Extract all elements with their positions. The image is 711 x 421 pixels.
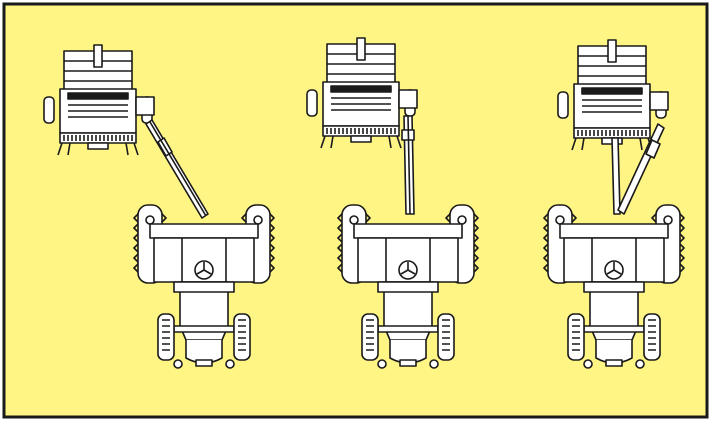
panel-left bbox=[43, 44, 275, 369]
panel-center bbox=[306, 37, 479, 369]
drawbar-right bbox=[611, 123, 665, 215]
panel-right bbox=[543, 39, 685, 369]
drawbar-left bbox=[145, 119, 209, 219]
drawbar-center bbox=[401, 115, 415, 215]
